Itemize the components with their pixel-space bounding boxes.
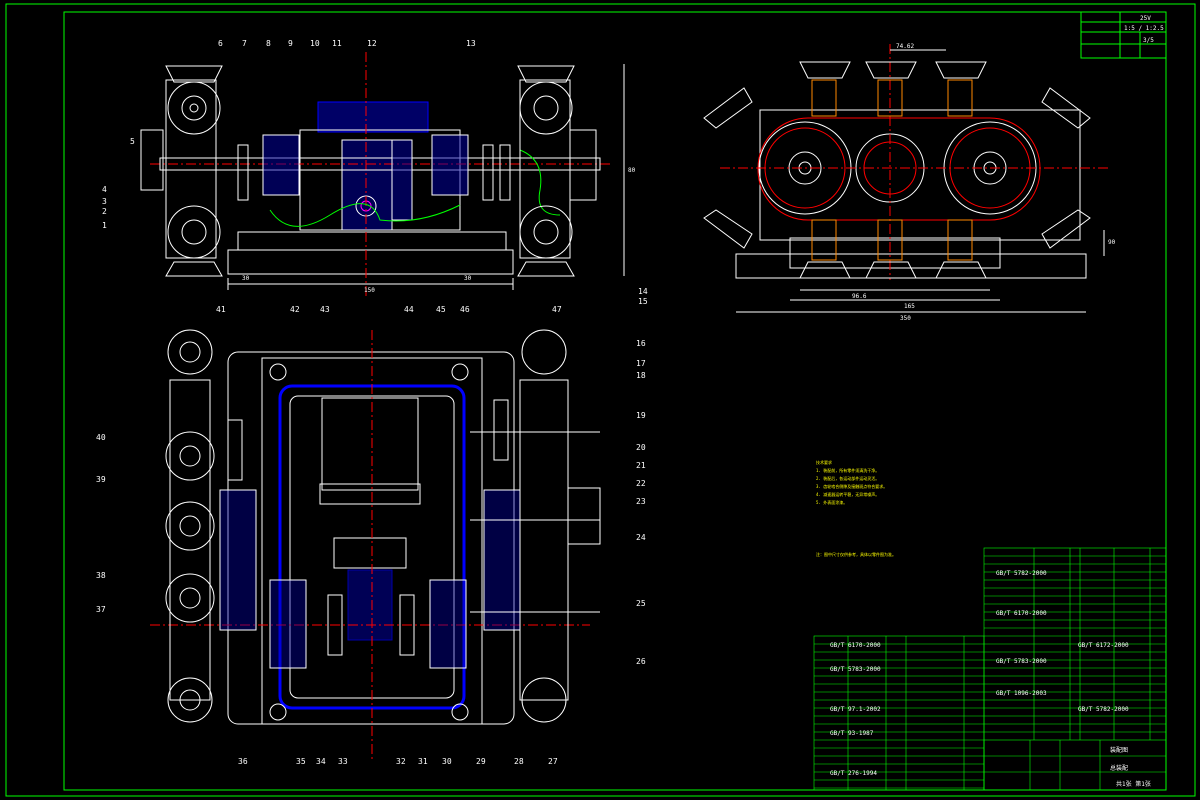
side-view (703, 44, 1110, 313)
label-45: 45 (436, 305, 446, 314)
label-27: 27 (548, 757, 558, 766)
label-23: 23 (636, 497, 646, 506)
label-26: 26 (636, 657, 646, 666)
label-34: 34 (316, 757, 326, 766)
label-24: 24 (636, 533, 646, 542)
std-8: GB/T 1096-2003 (996, 690, 1047, 697)
label-14: 14 (638, 287, 648, 296)
ratio-text: 1:5 / 1:2.5 (1124, 25, 1164, 32)
std-1: GB/T 5783-2000 (830, 666, 881, 673)
label-7: 7 (242, 39, 247, 48)
front-view-labels: 6 7 8 9 10 11 12 13 5 4 3 2 1 14 15 150 … (102, 39, 648, 306)
std-9: GB/T 6172-2000 (1078, 642, 1129, 649)
dim-width: 150 (364, 287, 375, 294)
label-4: 4 (102, 185, 107, 194)
label-38: 38 (96, 571, 106, 580)
label-40: 40 (96, 433, 106, 442)
label-37: 37 (96, 605, 106, 614)
label-16: 16 (636, 339, 646, 348)
label-29: 29 (476, 757, 486, 766)
label-36: 36 (238, 757, 248, 766)
label-20: 20 (636, 443, 646, 452)
dim-inner: 96.6 (852, 293, 867, 300)
table-border (813, 635, 985, 791)
plan-view (150, 329, 601, 760)
std-7: GB/T 5783-2000 (996, 658, 1047, 665)
scale-text: 25V (1140, 15, 1151, 22)
dim-overall: 350 (900, 315, 911, 322)
label-9: 9 (288, 39, 293, 48)
std-5: GB/T 5782-2000 (996, 570, 1047, 577)
label-42: 42 (290, 305, 300, 314)
dim-side: 80 (628, 167, 636, 174)
label-43: 43 (320, 305, 330, 314)
table-border (983, 739, 1167, 791)
label-31: 31 (418, 757, 428, 766)
label-8: 8 (266, 39, 271, 48)
note-4: 4. 减速器运转平稳，无异常噪声。 (816, 491, 879, 497)
label-41: 41 (216, 305, 226, 314)
label-35: 35 (296, 757, 306, 766)
note-2: 2. 装配后，各运动部件运动灵活。 (816, 475, 879, 481)
note-1: 1. 装配前，所有零件须清洗干净。 (816, 467, 879, 473)
top-title-block: 25V 1:5 / 1:2.5 3/5 (1080, 11, 1167, 59)
std-2: GB/T 97.1-2002 (830, 706, 881, 713)
parts-list-text: GB/T 6170-2000 GB/T 5783-2000 GB/T 97.1-… (830, 570, 1151, 788)
parts-list (813, 547, 1167, 791)
dim-top: 74.62 (896, 43, 914, 50)
title-drawing: 总装配 (1110, 764, 1128, 772)
dim-side-right: 90 (1108, 239, 1116, 246)
std-6: GB/T 6170-2000 (996, 610, 1047, 617)
std-0: GB/T 6170-2000 (830, 642, 881, 649)
label-39: 39 (96, 475, 106, 484)
label-5: 5 (130, 137, 135, 146)
label-33: 33 (338, 757, 348, 766)
std-10: GB/T 5782-2000 (1078, 706, 1129, 713)
label-2: 2 (102, 207, 107, 216)
technical-notes: 技术要求 1. 装配前，所有零件须清洗干净。 2. 装配后，各运动部件运动灵活。… (816, 459, 896, 557)
label-19: 19 (636, 411, 646, 420)
dim-bottom1: 30 (242, 275, 250, 282)
sheet-outer-border (5, 3, 1196, 797)
label-3: 3 (102, 197, 107, 206)
label-15: 15 (638, 297, 648, 306)
label-10: 10 (310, 39, 320, 48)
plan-view-labels: 41 42 43 44 45 46 47 40 39 38 37 16 17 1… (96, 305, 646, 766)
sheet-text: 3/5 (1143, 37, 1154, 44)
label-30: 30 (442, 757, 452, 766)
label-47: 47 (552, 305, 562, 314)
sheet-inner-border (63, 11, 1167, 791)
note-extra: 注：图中尺寸仅供参考，具体以零件图为准。 (816, 551, 896, 557)
label-25: 25 (636, 599, 646, 608)
title-sheet: 共1张 第1张 (1116, 780, 1151, 788)
label-32: 32 (396, 757, 406, 766)
std-4: GB/T 276-1994 (830, 770, 877, 777)
label-12: 12 (367, 39, 377, 48)
label-17: 17 (636, 359, 646, 368)
dim-bottom2: 30 (464, 275, 472, 282)
label-1: 1 (102, 221, 107, 230)
label-11: 11 (332, 39, 342, 48)
front-view (140, 52, 625, 298)
side-view-labels: 74.62 350 165 96.6 90 (852, 43, 1116, 322)
dim-mid: 165 (904, 303, 915, 310)
label-28: 28 (514, 757, 524, 766)
note-5: 5. 外表面涂漆。 (816, 499, 847, 505)
table-border (983, 547, 1167, 791)
note-title: 技术要求 (816, 459, 832, 465)
note-3: 3. 齿轮啮合侧隙及接触斑点符合要求。 (816, 483, 887, 489)
label-44: 44 (404, 305, 414, 314)
label-18: 18 (636, 371, 646, 380)
label-21: 21 (636, 461, 646, 470)
label-22: 22 (636, 479, 646, 488)
label-46: 46 (460, 305, 470, 314)
label-6: 6 (218, 39, 223, 48)
label-13: 13 (466, 39, 476, 48)
std-3: GB/T 93-1987 (830, 730, 874, 737)
title-name: 装配图 (1110, 746, 1128, 754)
